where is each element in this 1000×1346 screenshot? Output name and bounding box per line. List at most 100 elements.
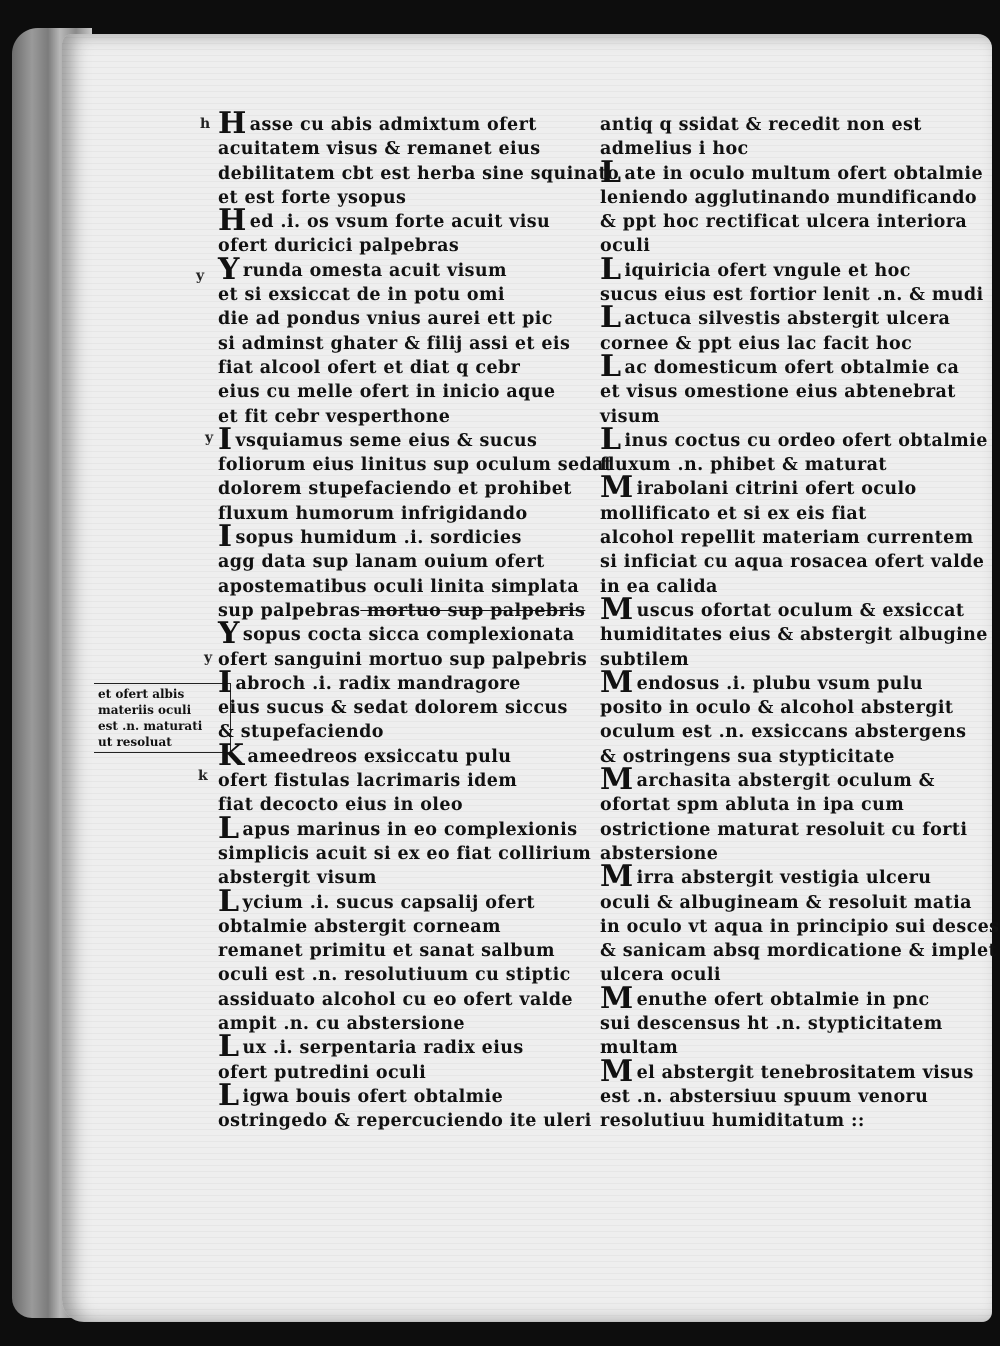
text-line: resolutiuu humiditatum ::	[600, 1109, 980, 1133]
initial-capital: H	[218, 106, 247, 141]
initial-capital: L	[600, 300, 622, 336]
text-line: antiq q ssidat & recedit non est	[600, 113, 980, 137]
text-line: humiditates eius & abstergit albugine	[600, 623, 987, 647]
line-text: ac domesticum ofert obtalmie ca	[624, 357, 960, 378]
initial-capital: L	[600, 154, 622, 190]
text-line: et visus omestione eius abtenebrat	[600, 380, 980, 404]
text-line: est .n. abstersiuu spuum venoru	[600, 1085, 980, 1109]
text-line: admelius i hoc	[600, 137, 980, 161]
margin-mark: h	[200, 116, 211, 132]
text-line: debilitatem cbt est herba sine squinato	[218, 162, 619, 186]
text-line: in oculo vt aqua in principio sui desces…	[600, 915, 1000, 939]
text-line: mollificato et si ex eis fiat	[600, 502, 980, 526]
text-line: sucus eius est fortior lenit .n. & mudi	[600, 283, 983, 307]
line-text: si inficiat cu aqua rosacea ofert valde	[600, 552, 985, 573]
line-text: resolutiuu humiditatum ::	[600, 1111, 865, 1132]
line-text: sopus cocta sicca complexionata	[242, 625, 575, 646]
line-text: vsquiamus seme eius & sucus	[235, 430, 538, 451]
line-text: visum	[600, 406, 660, 427]
initial-capital: L	[218, 1029, 240, 1065]
text-line: et est forte ysopus	[218, 186, 578, 210]
line-text: posito in oculo & alcohol abstergit	[600, 698, 954, 719]
initial-capital: M	[600, 664, 634, 700]
line-text: antiq q ssidat & recedit non est	[600, 115, 922, 135]
right-text-column: antiq q ssidat & recedit non est admelius…	[600, 113, 1000, 1133]
line-text: dolorem stupefaciendo et prohibet	[218, 479, 572, 500]
text-line: fluxum humorum infrigidando	[218, 502, 578, 526]
text-line: simplicis acuit si ex eo fiat collirium	[218, 842, 591, 866]
initial-capital: M	[600, 859, 634, 895]
text-line: oculi	[600, 234, 980, 258]
line-text: apus marinus in eo complexionis	[242, 819, 578, 840]
text-line: posito in oculo & alcohol abstergit	[600, 696, 980, 720]
text-line: si adminst ghater & filij assi et eis	[218, 332, 578, 356]
text-line: ampit .n. cu abstersione	[218, 1012, 578, 1036]
initial-capital: I	[218, 519, 233, 555]
text-line: multam	[600, 1036, 980, 1060]
text-line: ostringedo & repercuciendo ite uleri	[218, 1109, 591, 1133]
text-line: alcohol repellit materiam currentem	[600, 526, 980, 550]
margin-mark: y	[204, 650, 213, 666]
line-text: el abstergit tenebrositatem visus	[636, 1062, 974, 1083]
text-line: assiduato alcohol cu eo ofert valde	[218, 988, 578, 1012]
line-text: uscus ofortat oculum & exsiccat	[636, 600, 965, 621]
text-line: si inficiat cu aqua rosacea ofert valde	[600, 550, 984, 574]
line-text: admelius i hoc	[600, 139, 749, 160]
text-line: ofortat spm abluta in ipa cum	[600, 793, 980, 817]
line-text: ycium .i. sucus capsalij ofert	[242, 892, 535, 913]
line-text: leniendo agglutinando mundificando	[600, 187, 977, 208]
line-text: obtalmie abstergit corneam	[218, 916, 501, 937]
initial-capital: L	[600, 251, 622, 287]
initial-capital: L	[218, 810, 240, 846]
text-line: & ppt hoc rectificat ulcera interiora	[600, 210, 980, 234]
line-text: ostrictione maturat resoluit cu forti	[600, 819, 968, 840]
line-text: mollificato et si ex eis fiat	[600, 503, 867, 524]
text-line: remanet primitu et sanat salbum	[218, 939, 578, 963]
text-line: ofert putredini oculi	[218, 1061, 578, 1085]
line-text: abroch .i. radix mandragore	[235, 673, 521, 694]
initial-capital: M	[600, 980, 634, 1016]
line-text: fiat alcool ofert et diat q cebr	[218, 357, 521, 378]
line-text: in ea calida	[600, 576, 718, 597]
struck-text: mortuo sup palpebris	[360, 600, 586, 621]
initial-capital: L	[600, 421, 622, 457]
line-text: & ppt hoc rectificat ulcera interiora	[600, 212, 968, 233]
line-text: ulcera oculi	[600, 965, 721, 986]
line-text: si adminst ghater & filij assi et eis	[218, 333, 571, 354]
text-line: et fit cebr vesperthone	[218, 405, 578, 429]
text-line: fluxum .n. phibet & maturat	[600, 453, 980, 477]
line-text: fluxum humorum infrigidando	[218, 503, 528, 524]
text-line: oculi est .n. resolutiuum cu stiptic	[218, 963, 578, 987]
line-text: ameedreos exsiccatu pulu	[247, 746, 512, 767]
text-line: abstergit visum	[218, 866, 578, 890]
line-text: fluxum .n. phibet & maturat	[600, 455, 887, 476]
line-text: oculum est .n. exsiccans abstergens	[600, 722, 967, 743]
line-text: actuca silvestis abstergit ulcera	[624, 309, 951, 330]
margin-note-line: est .n. maturati	[98, 719, 203, 733]
line-text: acuitatem visus & remanet eius	[218, 139, 541, 160]
line-text: oculi est .n. resolutiuum cu stiptic	[218, 965, 571, 986]
text-line: ulcera oculi	[600, 963, 980, 987]
initial-capital: L	[218, 883, 240, 919]
line-text: debilitatem cbt est herba sine squinato	[218, 163, 620, 184]
line-text: fiat decocto eius in oleo	[218, 795, 463, 816]
line-text: runda omesta acuit visum	[242, 260, 507, 281]
text-line: die ad pondus vnius aurei ett pic	[218, 307, 578, 331]
line-text: ampit .n. cu abstersione	[218, 1013, 465, 1034]
line-text: & ostringens sua stypticitate	[600, 746, 895, 767]
text-line: acuitatem visus & remanet eius	[218, 137, 578, 161]
initial-capital: L	[600, 348, 622, 384]
text-line: oculi & albugineam & resoluit matia	[600, 891, 980, 915]
text-line: eius sucus & sedat dolorem siccus	[218, 696, 578, 720]
line-text: apostematibus oculi linita simplata	[218, 576, 580, 597]
line-text: ofert sanguini mortuo sup palpebris	[218, 649, 588, 670]
